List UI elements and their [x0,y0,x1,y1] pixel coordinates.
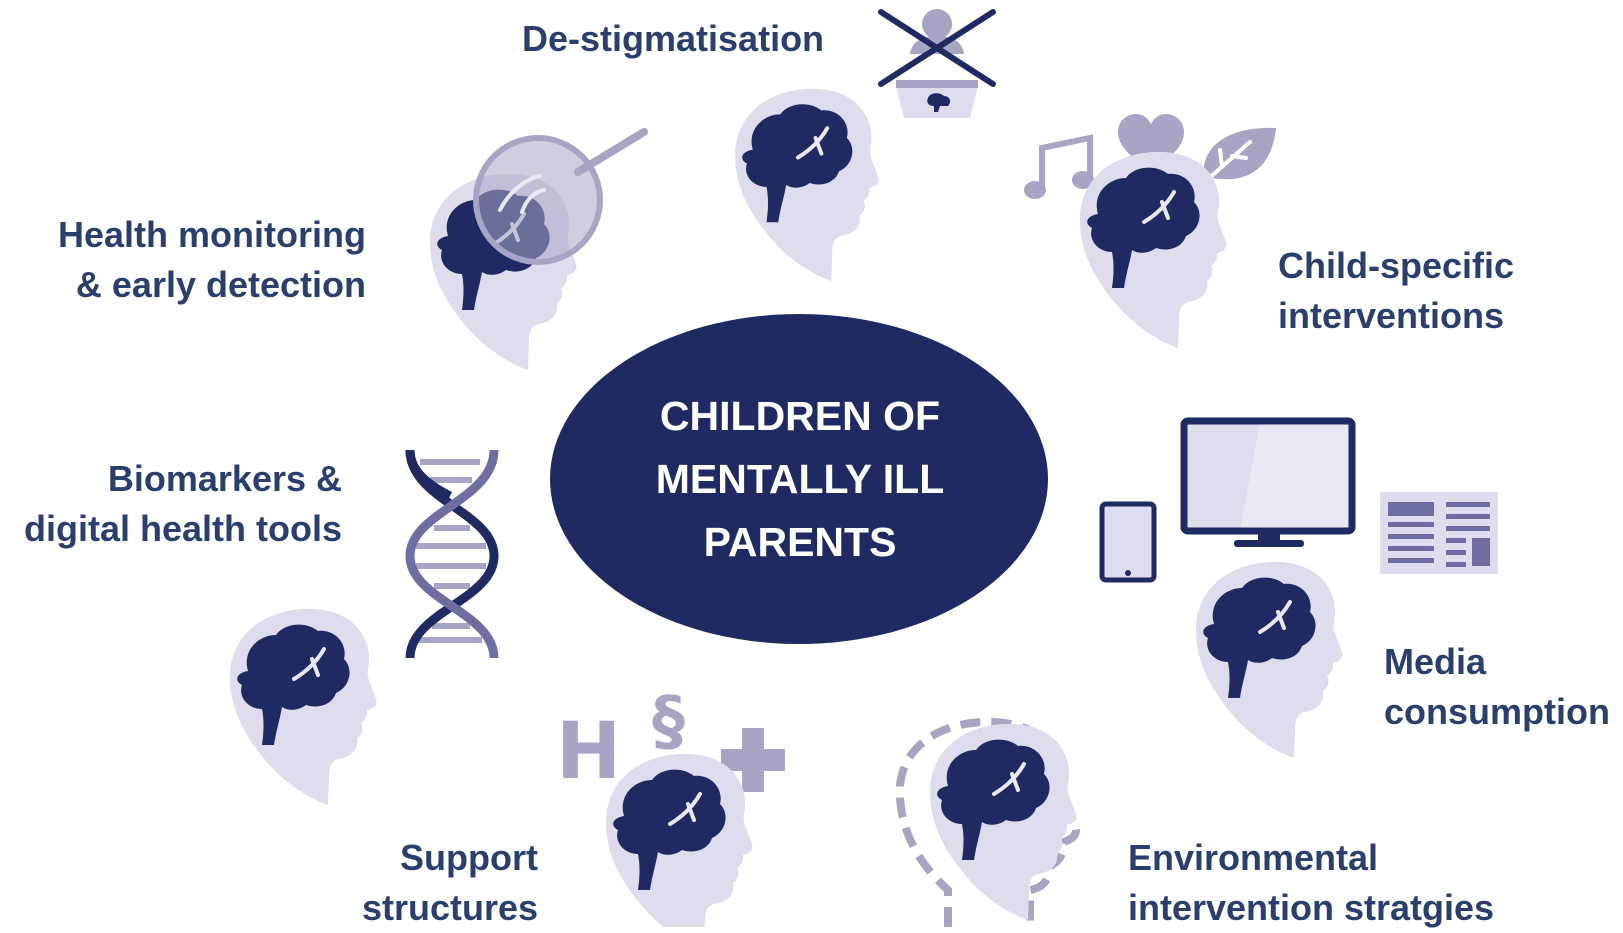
label-line: Health monitoring [58,214,366,255]
label-support: Support structures [300,833,538,933]
dna-icon [405,449,499,659]
label-child-specific: Child-specific interventions [1278,241,1514,341]
center-title: CHILDREN OF MENTALLY ILL PARENTS [550,385,1050,574]
section-sign-icon: § [652,682,685,759]
head-brain-icon [228,606,379,807]
center-title-line: MENTALLY ILL [655,456,945,502]
label-destigmatisation: De-stigmatisation [522,14,824,64]
label-line: Media [1384,641,1487,682]
medical-cross-icon [721,728,785,792]
music-note-icon [1024,134,1094,199]
center-ellipse [550,314,1048,644]
center-title-line: CHILDREN OF [659,393,941,439]
label-line: consumption [1384,691,1610,732]
monitor-icon [1180,417,1356,547]
label-line: De-stigmatisation [522,18,825,59]
label-environmental: Environmental intervention stratgies [1128,833,1494,933]
label-line: digital health tools [23,508,342,549]
head-brain-icon [604,751,755,927]
newspaper-icon [1380,492,1498,574]
label-biomarkers: Biomarkers & digital health tools [0,454,342,554]
label-line: Biomarkers & [107,458,342,499]
label-line: Support [400,837,538,878]
letter-h-icon: H [556,707,622,797]
label-line: Child-specific [1278,245,1515,286]
center-title-line: PARENTS [703,519,897,565]
label-media: Media consumption [1384,637,1610,737]
head-brain-icon [733,86,881,283]
label-line: Environmental [1128,837,1379,878]
head-brain-icon [1078,149,1229,350]
magnifier-icon [473,128,648,265]
head-brain-icon [1194,559,1345,760]
crossed-person-icon [878,9,996,118]
label-health-monitoring: Health monitoring & early detection [0,210,366,310]
leaf-icon [1196,127,1276,190]
label-line: & early detection [75,264,366,305]
label-line: structures [361,887,538,928]
label-line: intervention stratgies [1128,887,1495,928]
label-line: interventions [1278,295,1505,336]
tablet-icon [1099,501,1157,583]
